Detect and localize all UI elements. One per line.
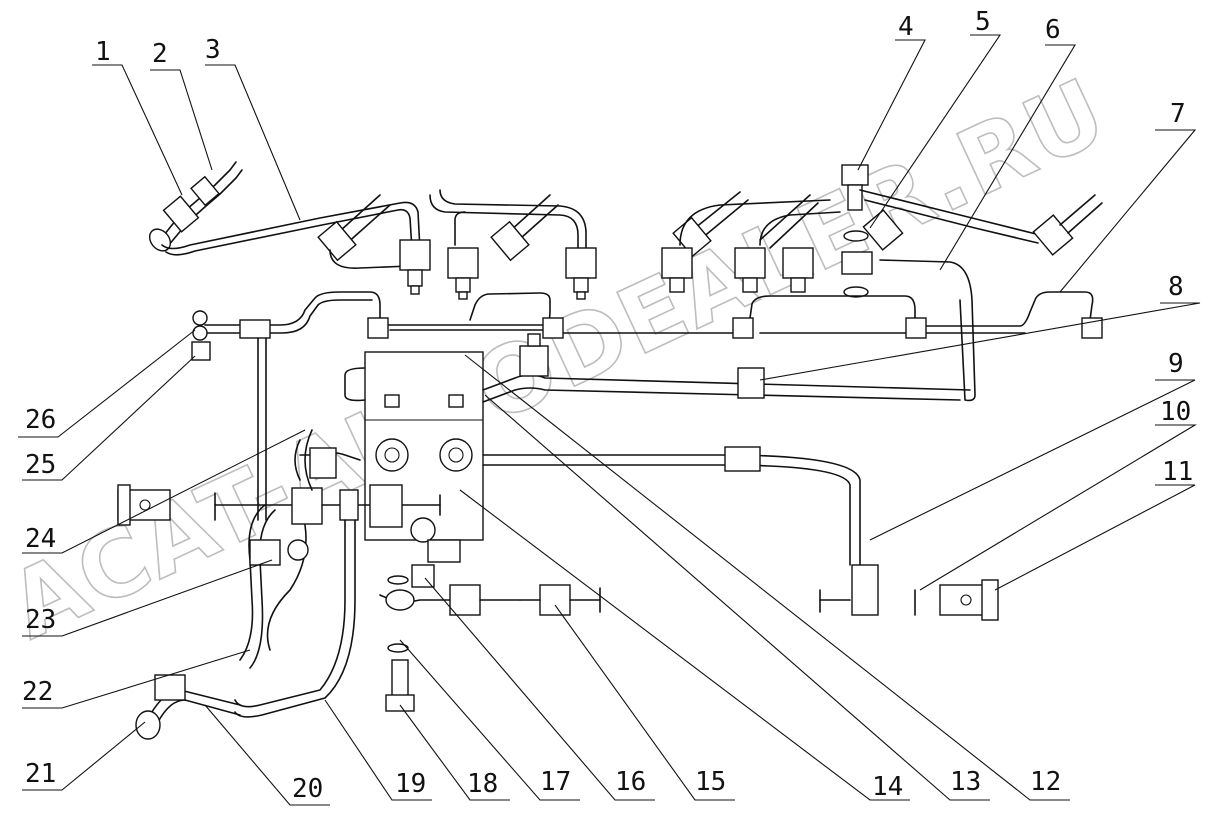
callout-3: 3 [205, 35, 221, 65]
callout-9: 9 [1168, 349, 1184, 379]
callout-8: 8 [1168, 272, 1184, 302]
callout-11: 11 [1162, 457, 1193, 487]
fitting-d [661, 247, 693, 293]
callout-18: 18 [467, 769, 498, 799]
callout-13: 13 [950, 767, 981, 797]
callout-6: 6 [1045, 15, 1061, 45]
callout-14: 14 [872, 772, 903, 802]
callout-1: 1 [95, 37, 111, 67]
callout-26: 26 [25, 405, 56, 435]
callout-21: 21 [25, 759, 56, 789]
fitting-f [782, 247, 814, 293]
fitting-e [734, 247, 766, 293]
fitting-a [399, 239, 431, 295]
left-injector-group [148, 161, 597, 300]
callout-24: 24 [25, 524, 56, 554]
callout-22: 22 [22, 677, 53, 707]
banjo-bolt-4 [841, 164, 873, 298]
fitting-c [565, 247, 597, 300]
callout-19: 19 [395, 769, 426, 799]
callout-12: 12 [1030, 767, 1061, 797]
callout-4: 4 [898, 12, 914, 42]
callout-labels: 1 2 3 4 5 6 7 8 9 10 11 12 13 14 15 16 1… [22, 7, 1193, 804]
callout-15: 15 [695, 767, 726, 797]
callout-7: 7 [1170, 99, 1186, 129]
leader-lines [18, 34, 1201, 806]
fuel-line-9 [482, 446, 999, 621]
callout-2: 2 [152, 39, 168, 69]
valve-block [344, 333, 971, 563]
callout-25: 25 [25, 450, 56, 480]
callout-20: 20 [292, 774, 323, 804]
right-injector-group [661, 164, 1103, 402]
callout-23: 23 [25, 605, 56, 635]
callout-5: 5 [975, 7, 991, 37]
callout-16: 16 [615, 767, 646, 797]
fitting-b [447, 247, 479, 300]
callout-17: 17 [540, 767, 571, 797]
callout-10: 10 [1160, 397, 1191, 427]
lower-lines [117, 429, 601, 740]
